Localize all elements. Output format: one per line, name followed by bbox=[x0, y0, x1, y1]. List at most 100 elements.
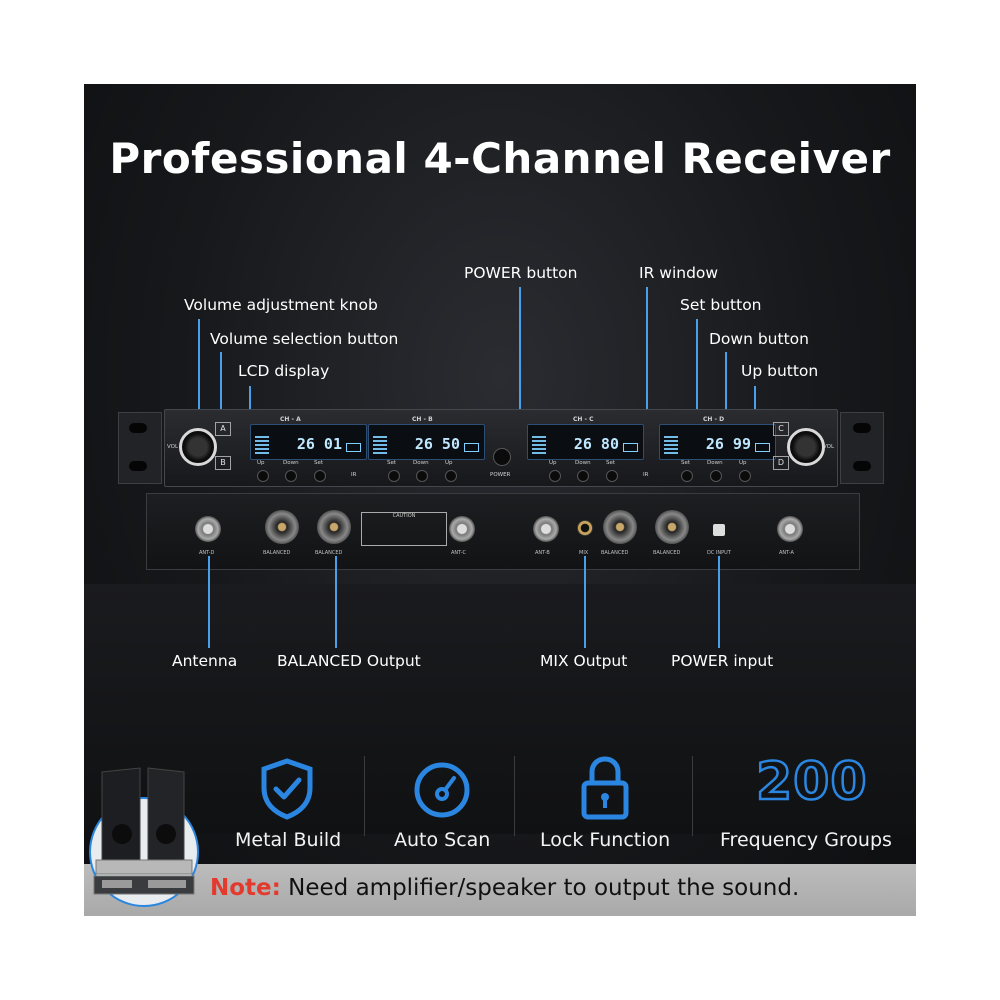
lcd-value-c: 26 80 bbox=[573, 435, 619, 453]
vol-label-left: VOL bbox=[167, 444, 179, 450]
set-button-b[interactable] bbox=[388, 470, 400, 482]
callout-line bbox=[718, 556, 720, 648]
ant-c-label: ANT-C bbox=[451, 550, 467, 556]
mix-label: MIX bbox=[579, 550, 589, 556]
label-volume-select: Volume selection button bbox=[210, 330, 399, 348]
volume-knob-left[interactable] bbox=[179, 428, 217, 466]
down-label-b: Down bbox=[413, 460, 429, 466]
up-button-c[interactable] bbox=[549, 470, 561, 482]
feature-metal-build: Metal Build bbox=[235, 829, 342, 851]
ir-label-left: IR bbox=[351, 472, 357, 478]
antenna-b-connector bbox=[533, 516, 559, 542]
channel-a-name: CH - A bbox=[280, 416, 301, 423]
shield-check-icon bbox=[261, 758, 313, 820]
lcd-value-d: 26 99 bbox=[705, 435, 751, 453]
feature-lock-function: Lock Function bbox=[540, 829, 671, 851]
dc-input-jack bbox=[713, 524, 725, 536]
set-label-c: Set bbox=[606, 460, 616, 466]
balanced-label-3: BALANCED bbox=[601, 550, 629, 556]
down-label-c: Down bbox=[575, 460, 591, 466]
note-prefix: Note: bbox=[210, 875, 281, 901]
power-button[interactable] bbox=[493, 448, 511, 466]
rf-bars-icon bbox=[664, 434, 678, 454]
down-button-c[interactable] bbox=[577, 470, 589, 482]
select-b-button[interactable]: B bbox=[215, 456, 231, 470]
set-button-a[interactable] bbox=[314, 470, 326, 482]
callout-line bbox=[335, 556, 337, 648]
down-label-d: Down bbox=[707, 460, 723, 466]
rack-ear-right bbox=[840, 412, 884, 484]
note-text: Note: Need amplifier/speaker to output t… bbox=[210, 875, 799, 901]
label-power-input: POWER input bbox=[671, 652, 774, 670]
callout-line bbox=[249, 386, 251, 428]
balanced-label-2: BALANCED bbox=[315, 550, 343, 556]
vol-label-right: VOL bbox=[823, 444, 835, 450]
lcd-value-b: 26 50 bbox=[414, 435, 460, 453]
balanced-label-4: BALANCED bbox=[653, 550, 681, 556]
receiver-front-panel: VOL A B CH - A 26 01 Up Down Set CH - B … bbox=[164, 409, 838, 487]
lcd-display-b: 26 50 bbox=[368, 424, 485, 460]
receiver-back-panel: ANT-D BALANCED BALANCED CAUTION ANT-C AN… bbox=[146, 493, 860, 570]
antenna-c-connector bbox=[449, 516, 475, 542]
label-lcd: LCD display bbox=[238, 362, 330, 380]
power-label: POWER bbox=[490, 472, 511, 478]
feature-divider bbox=[514, 756, 515, 836]
caution-label: CAUTION bbox=[361, 512, 447, 546]
battery-icon bbox=[464, 443, 479, 452]
label-balanced-output: BALANCED Output bbox=[277, 652, 421, 670]
antenna-a-connector bbox=[777, 516, 803, 542]
ant-b-label: ANT-B bbox=[535, 550, 550, 556]
battery-icon bbox=[346, 443, 361, 452]
label-volume-knob: Volume adjustment knob bbox=[184, 296, 378, 314]
channel-c-name: CH - C bbox=[573, 416, 594, 423]
feature-divider bbox=[364, 756, 365, 836]
up-label-d: Up bbox=[739, 460, 747, 466]
balanced-label-1: BALANCED bbox=[263, 550, 291, 556]
down-button-b[interactable] bbox=[416, 470, 428, 482]
label-antenna: Antenna bbox=[172, 652, 238, 670]
label-up-button: Up button bbox=[741, 362, 819, 380]
channel-d-name: CH - D bbox=[703, 416, 725, 423]
set-button-c[interactable] bbox=[606, 470, 618, 482]
note-message: Need amplifier/speaker to output the sou… bbox=[280, 875, 800, 901]
floor-background bbox=[84, 584, 916, 834]
rf-bars-icon bbox=[255, 434, 269, 454]
label-power-button: POWER button bbox=[464, 264, 578, 282]
callout-line bbox=[646, 287, 648, 457]
callout-line bbox=[208, 556, 210, 648]
down-button-d[interactable] bbox=[710, 470, 722, 482]
battery-icon bbox=[755, 443, 770, 452]
label-down-button: Down button bbox=[709, 330, 809, 348]
rack-ear-left bbox=[118, 412, 162, 484]
feature-divider bbox=[692, 756, 693, 836]
ir-label-right: IR bbox=[643, 472, 649, 478]
rf-bars-icon bbox=[532, 434, 546, 454]
set-button-d[interactable] bbox=[681, 470, 693, 482]
down-label-a: Down bbox=[283, 460, 299, 466]
frequency-groups-number: 200 bbox=[755, 751, 868, 814]
mix-jack bbox=[577, 520, 593, 536]
lcd-display-d: 26 99 bbox=[659, 424, 776, 460]
lcd-display-a: 26 01 bbox=[250, 424, 367, 460]
up-button-b[interactable] bbox=[445, 470, 457, 482]
down-button-a[interactable] bbox=[285, 470, 297, 482]
xlr-balanced-1 bbox=[265, 510, 299, 544]
battery-icon bbox=[623, 443, 638, 452]
label-set-button: Set button bbox=[680, 296, 762, 314]
select-c-button[interactable]: C bbox=[773, 422, 789, 436]
callout-line bbox=[220, 352, 222, 432]
padlock-icon bbox=[581, 756, 629, 820]
select-a-button[interactable]: A bbox=[215, 422, 231, 436]
select-d-button[interactable]: D bbox=[773, 456, 789, 470]
ant-a-label: ANT-A bbox=[779, 550, 794, 556]
feature-auto-scan: Auto Scan bbox=[394, 829, 491, 851]
volume-knob-right[interactable] bbox=[787, 428, 825, 466]
product-panel: Professional 4-Channel Receiver Volume a… bbox=[84, 84, 916, 916]
up-button-a[interactable] bbox=[257, 470, 269, 482]
label-mix-output: MIX Output bbox=[540, 652, 628, 670]
xlr-balanced-3 bbox=[603, 510, 637, 544]
up-button-d[interactable] bbox=[739, 470, 751, 482]
channel-b-name: CH - B bbox=[412, 416, 433, 423]
lcd-display-c: 26 80 bbox=[527, 424, 644, 460]
callout-line bbox=[584, 556, 586, 648]
